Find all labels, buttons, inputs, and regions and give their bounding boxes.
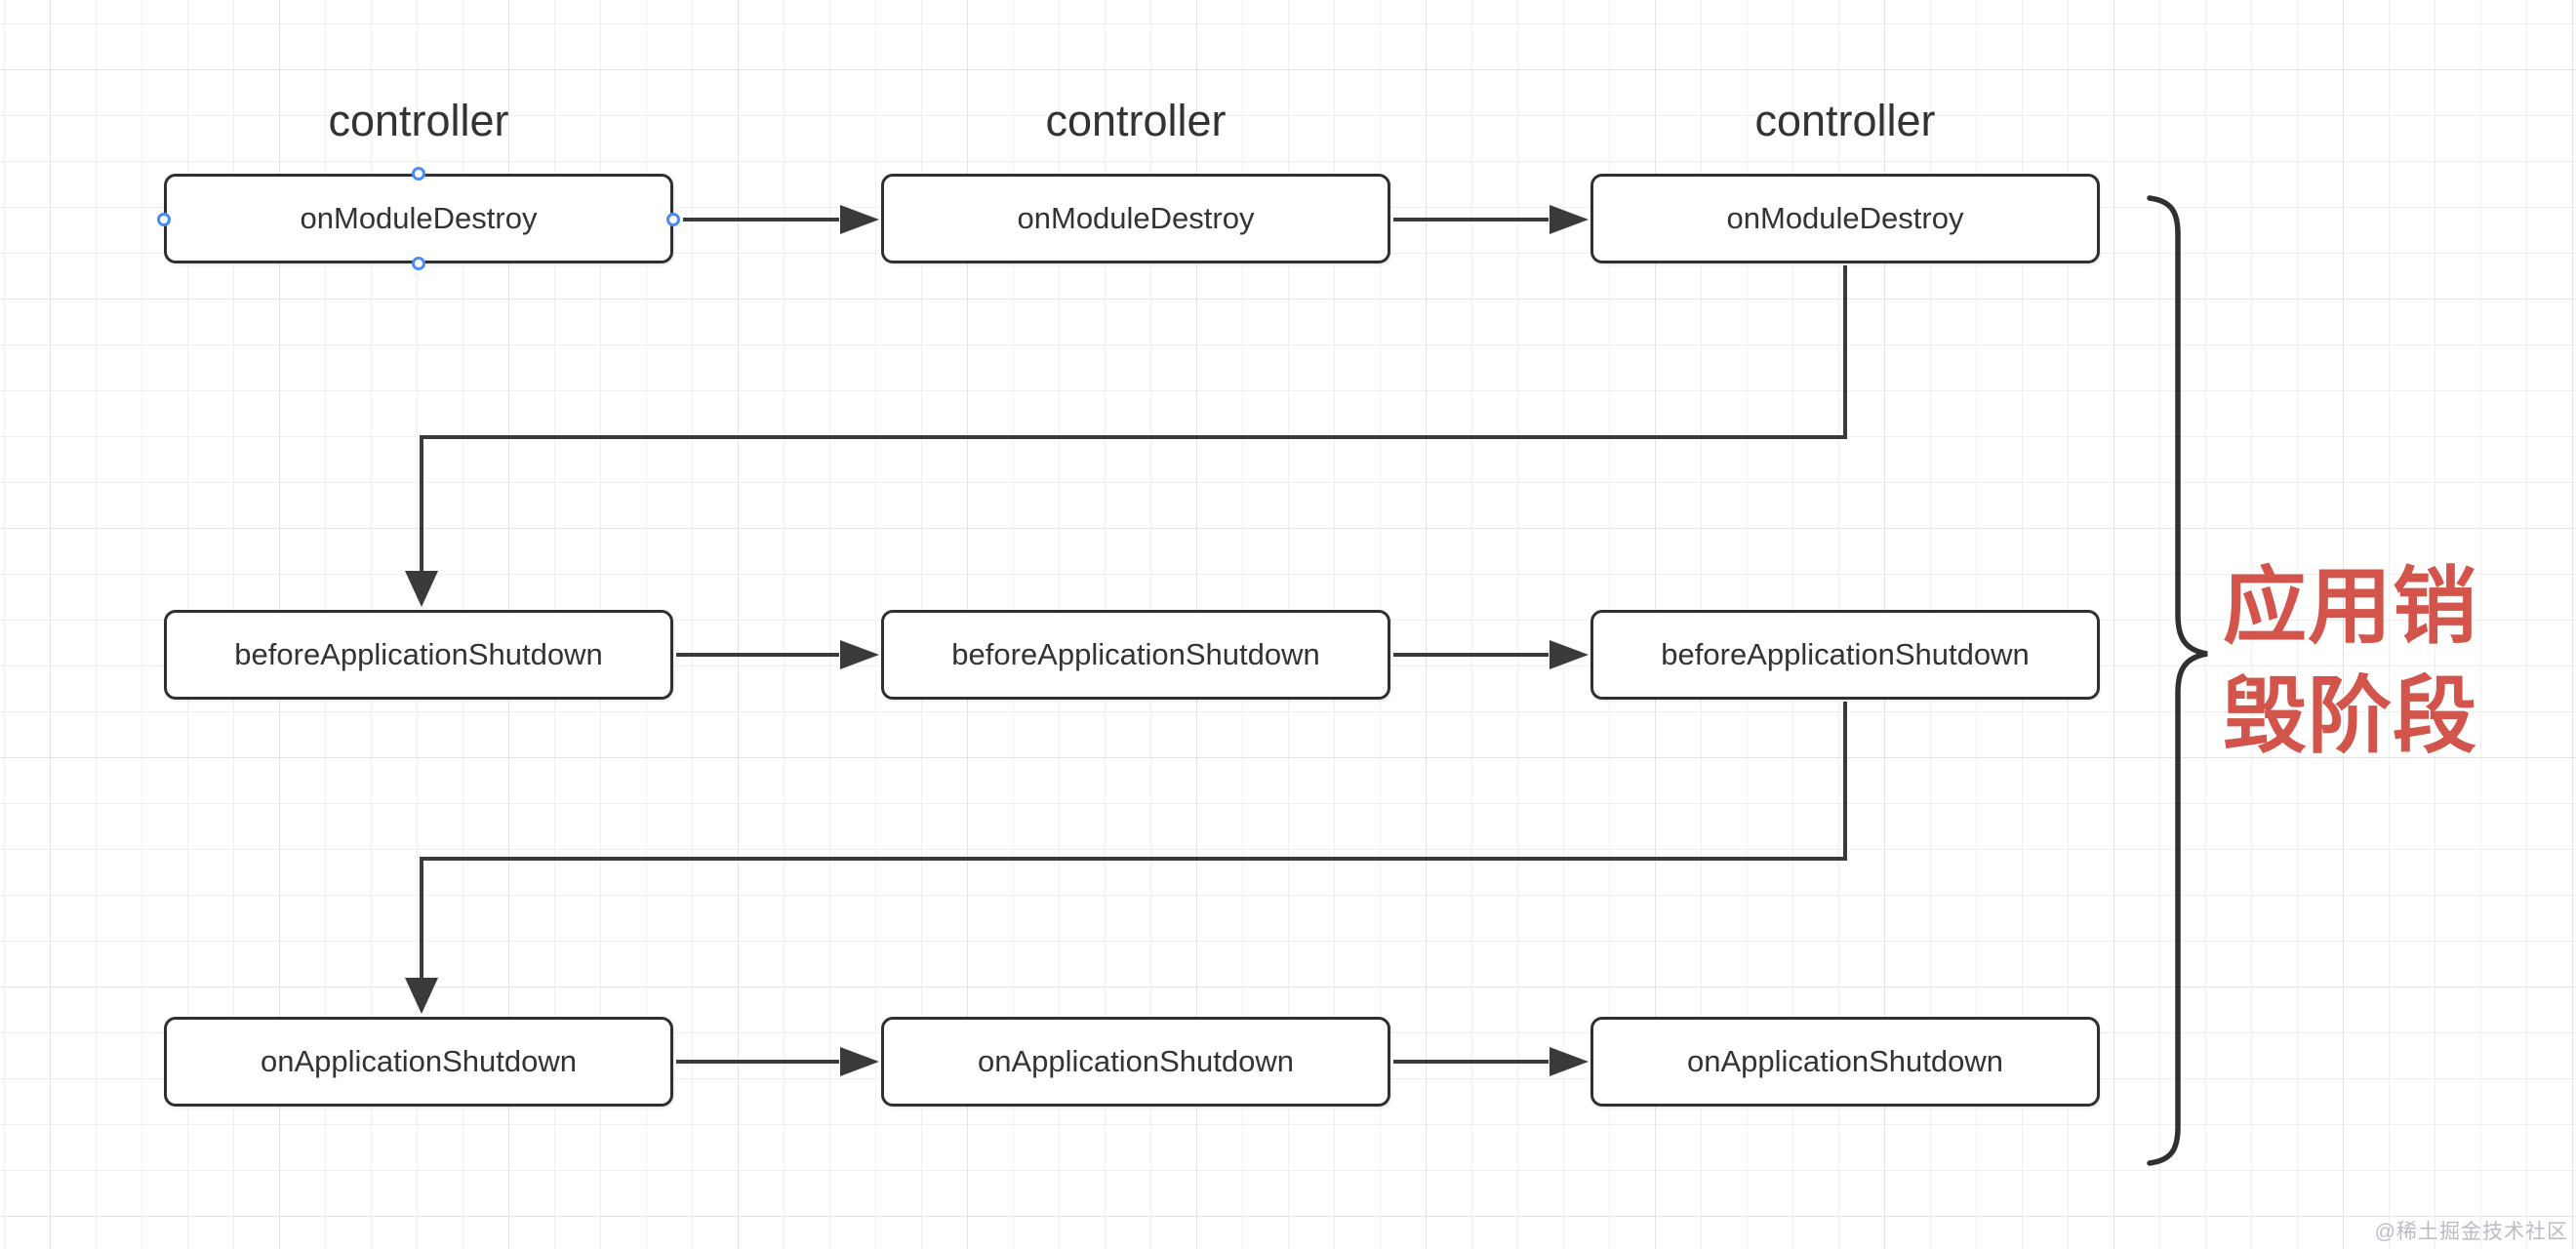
node-label: beforeApplicationShutdown — [1661, 637, 2030, 671]
node-onapplicationshutdown-2[interactable]: onApplicationShutdown — [881, 1017, 1390, 1107]
node-label: onApplicationShutdown — [1686, 1044, 2004, 1078]
selection-handle-right[interactable] — [666, 213, 680, 226]
node-onmoduledestroy-2[interactable]: onModuleDestroy — [881, 174, 1390, 263]
phase-annotation[interactable]: 应用销 毁阶段 — [2223, 552, 2496, 771]
node-label: onModuleDestroy — [1017, 201, 1255, 235]
selection-handle-left[interactable] — [157, 213, 171, 226]
column-title-1[interactable]: controller — [328, 96, 509, 145]
column-title-3[interactable]: controller — [1754, 96, 1936, 145]
node-beforeapplicationshutdown-1[interactable]: beforeApplicationShutdown — [164, 610, 673, 700]
node-onapplicationshutdown-1[interactable]: onApplicationShutdown — [164, 1017, 673, 1107]
elbow-row2-to-row3[interactable] — [420, 702, 1847, 979]
node-label: onModuleDestroy — [1726, 201, 1964, 235]
watermark: @稀土掘金技术社区 — [2374, 1221, 2568, 1243]
node-onmoduledestroy-3[interactable]: onModuleDestroy — [1590, 174, 2100, 263]
selection-handle-top[interactable] — [412, 167, 425, 181]
node-label: onApplicationShutdown — [977, 1044, 1295, 1078]
arrowhead-row2-col1-col2 — [840, 640, 879, 669]
arrowhead-row1-col2-col3 — [1550, 205, 1589, 234]
arrowhead-row2-col2-col3 — [1550, 640, 1589, 669]
node-beforeapplicationshutdown-3[interactable]: beforeApplicationShutdown — [1590, 610, 2100, 700]
arrowhead-row3-col1-col2 — [840, 1047, 879, 1076]
node-onmoduledestroy-1[interactable]: onModuleDestroy — [164, 174, 673, 263]
arrowhead-row1-to-row2 — [405, 571, 438, 607]
arrowhead-row2-to-row3 — [405, 978, 438, 1014]
annotation-line-1: 应用销 — [2223, 560, 2477, 654]
node-label: beforeApplicationShutdown — [951, 637, 1320, 671]
annotation-line-2: 毁阶段 — [2223, 669, 2477, 763]
column-title-2[interactable]: controller — [1045, 96, 1227, 145]
elbow-row1-to-row2[interactable] — [420, 265, 1847, 572]
arrowhead-row1-col1-col2 — [840, 205, 879, 234]
node-label: beforeApplicationShutdown — [234, 637, 603, 671]
curly-brace[interactable] — [2147, 195, 2208, 1166]
node-label: onModuleDestroy — [300, 201, 538, 235]
arrowhead-row3-col2-col3 — [1550, 1047, 1589, 1076]
node-onapplicationshutdown-3[interactable]: onApplicationShutdown — [1590, 1017, 2100, 1107]
selection-handle-bottom[interactable] — [412, 257, 425, 270]
node-label: onApplicationShutdown — [260, 1044, 578, 1078]
node-beforeapplicationshutdown-2[interactable]: beforeApplicationShutdown — [881, 610, 1390, 700]
